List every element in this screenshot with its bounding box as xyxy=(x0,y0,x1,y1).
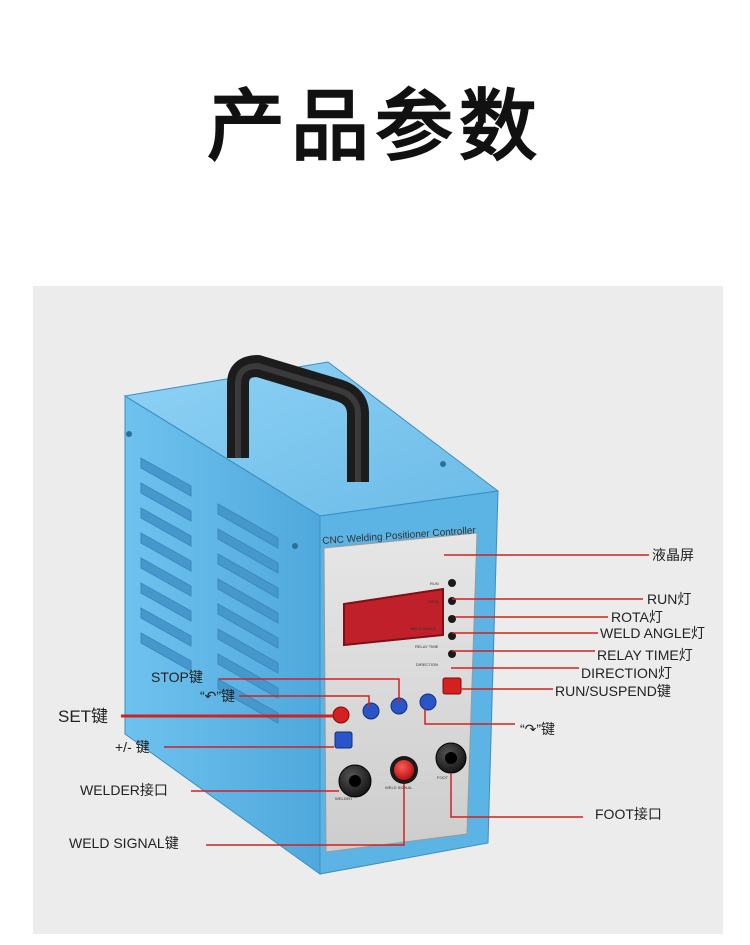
connectors xyxy=(338,742,467,798)
label-run-lamp: RUN灯 xyxy=(647,591,692,607)
callout-lines xyxy=(121,554,649,846)
panel-tag-relay-time: RELAY TIME xyxy=(415,644,439,649)
lcd-display xyxy=(343,587,444,647)
panel-tag-direction: DIRECTION xyxy=(416,662,438,667)
panel-tag-run: RUN xyxy=(430,581,439,586)
label-foot-port: FOOT接口 xyxy=(595,806,662,822)
label-stop-key: STOP键 xyxy=(151,669,203,685)
panel-tag-rota: ROTA xyxy=(428,599,439,604)
panel-tag-weld-signal: WELD SIGNAL xyxy=(385,785,413,790)
carry-handle xyxy=(227,355,369,482)
label-weld-angle-lamp: WELD ANGLE灯 xyxy=(600,625,706,641)
label-run-suspend-key: RUN/SUSPEND键 xyxy=(555,683,671,699)
label-direction-lamp: DIRECTION灯 xyxy=(581,665,672,681)
label-relay-time-lamp: RELAY TIME灯 xyxy=(597,647,693,663)
panel-tag-foot: FOOT xyxy=(437,775,449,780)
panel-tag-weld-angle: WELD ANGLE xyxy=(410,626,437,631)
indicator-leds xyxy=(448,579,456,658)
page-title: 产品参数 xyxy=(206,82,543,172)
label-cw-key: “↷”键 xyxy=(520,721,556,737)
side-vents xyxy=(140,457,279,724)
product-stage: CNC Welding Positioner Controller RUN RO… xyxy=(33,286,723,934)
label-weld-signal-key: WELD SIGNAL键 xyxy=(69,835,179,851)
label-lcd: 液晶屏 xyxy=(652,547,694,563)
label-plus-minus-key: +/- 键 xyxy=(115,739,150,755)
keys xyxy=(332,677,462,749)
label-set-key: SET键 xyxy=(58,707,109,726)
panel-tag-welder: WELDER xyxy=(335,796,353,801)
label-ccw-key: “↶”键 xyxy=(200,688,236,704)
device-illustration xyxy=(121,355,649,875)
label-rota-lamp: ROTA灯 xyxy=(611,609,663,625)
label-welder-port: WELDER接口 xyxy=(80,782,168,798)
